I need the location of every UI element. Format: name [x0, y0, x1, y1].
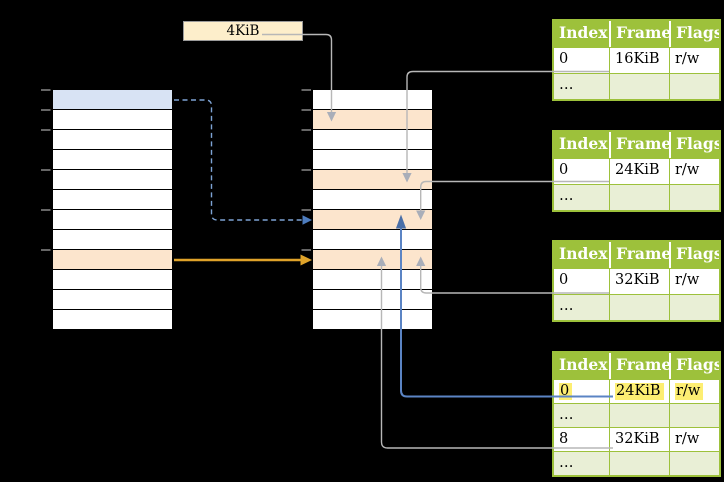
table-cell	[609, 185, 669, 210]
table-cell: 0	[554, 380, 609, 403]
memory-row	[53, 290, 172, 310]
table-cell: 32KiB	[609, 428, 669, 451]
memory-row-mapped-orange	[313, 110, 432, 130]
memory-row	[313, 230, 432, 250]
virtual-memory-column	[52, 89, 173, 330]
page-size-text: 4KiB	[226, 23, 260, 39]
memory-row-mapped-orange	[53, 250, 172, 270]
table-header-cell: Frame	[609, 242, 669, 268]
table-cell: r/w	[669, 159, 719, 184]
arrow-virtual-page-to-frame-32kib	[174, 254, 312, 266]
arrow-virtual-page0-translation	[174, 99, 312, 225]
table-cell	[669, 295, 719, 320]
memory-row	[313, 130, 432, 150]
table-row: 0 24KiB r/w	[554, 379, 719, 403]
table-header-cell: Index	[559, 134, 608, 153]
highlighted-value: r/w	[675, 383, 704, 400]
table-header-cell: Flags	[669, 21, 719, 47]
table-row: …	[554, 403, 719, 427]
memory-row	[53, 270, 172, 290]
memory-row	[313, 310, 432, 329]
table-cell: r/w	[669, 48, 719, 73]
memory-row	[53, 150, 172, 170]
table-cell: 0	[559, 162, 569, 178]
table-header-cell: Flags	[669, 353, 719, 379]
table-cell	[609, 295, 669, 320]
table-header-cell: Index	[559, 355, 608, 374]
table-header-cell: Flags	[669, 132, 719, 158]
table-cell: …	[559, 298, 574, 314]
table-header-cell: Frame	[609, 21, 669, 47]
table-row: …	[554, 73, 719, 99]
physical-memory-column	[312, 89, 433, 330]
table-cell	[609, 404, 669, 427]
memory-row-mapped-orange	[313, 210, 432, 230]
table-cell: r/w	[669, 380, 719, 403]
memory-row-mapped-orange	[313, 170, 432, 190]
table-row: …	[554, 184, 719, 210]
table-cell: …	[559, 188, 574, 204]
table-row: …	[554, 294, 719, 320]
table-cell	[609, 452, 669, 475]
table-header-cell: Index	[559, 244, 608, 263]
memory-row	[53, 110, 172, 130]
table-row: …	[554, 451, 719, 475]
table-cell	[669, 185, 719, 210]
memory-row	[313, 90, 432, 110]
table-cell	[669, 74, 719, 99]
table-cell: 24KiB	[609, 380, 669, 403]
memory-row	[313, 150, 432, 170]
table-cell: 0	[559, 51, 569, 67]
table-cell: r/w	[669, 269, 719, 294]
memory-row-mapped-orange	[313, 250, 432, 270]
highlighted-value: 0	[559, 383, 573, 400]
memory-row	[53, 190, 172, 210]
table-header-cell: Index	[559, 23, 608, 42]
memory-row	[53, 210, 172, 230]
memory-row	[313, 270, 432, 290]
memory-row	[53, 310, 172, 329]
table-cell: 24KiB	[609, 159, 669, 184]
table-cell: 0	[559, 272, 569, 288]
memory-row	[313, 190, 432, 210]
memory-row	[53, 130, 172, 150]
page-size-label: 4KiB	[183, 21, 303, 41]
table-cell: r/w	[669, 428, 719, 451]
virtual-memory-ticks	[41, 89, 51, 251]
table-cell	[669, 404, 719, 427]
highlighted-value: 24KiB	[615, 383, 664, 400]
table-header-cell: Frame	[609, 353, 669, 379]
memory-row	[53, 170, 172, 190]
table-cell: …	[559, 407, 574, 423]
memory-row	[53, 230, 172, 250]
table-cell	[669, 452, 719, 475]
table-cell: 16KiB	[609, 48, 669, 73]
table-cell: 32KiB	[609, 269, 669, 294]
table-header-cell: Flags	[669, 242, 719, 268]
table-header-cell: Frame	[609, 132, 669, 158]
table-cell: …	[559, 455, 574, 471]
table-cell: …	[559, 77, 574, 93]
memory-row	[313, 290, 432, 310]
physical-memory-ticks	[301, 89, 311, 251]
memory-row-mapped-blue	[53, 90, 172, 110]
table-cell	[609, 74, 669, 99]
table-cell: 8	[559, 431, 569, 447]
